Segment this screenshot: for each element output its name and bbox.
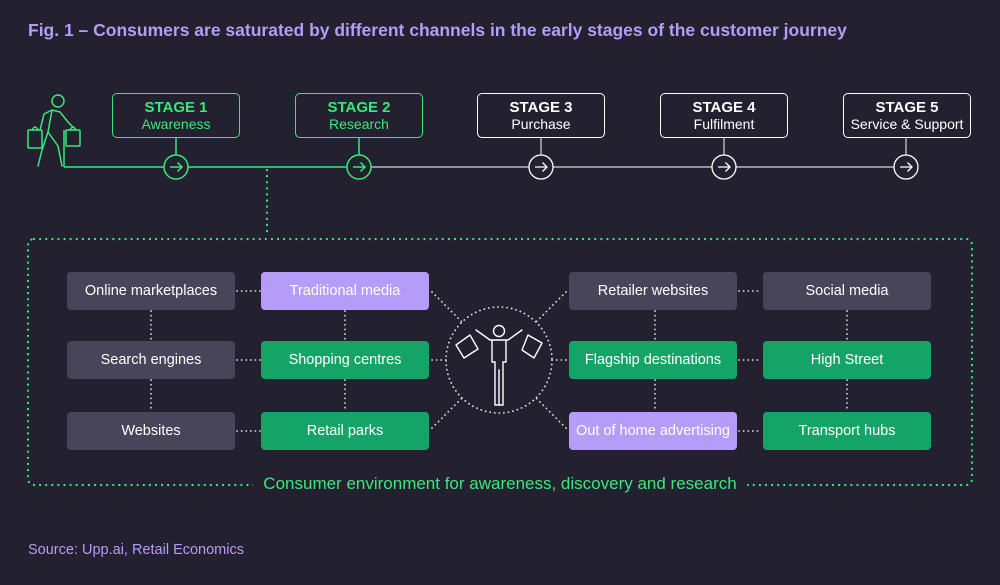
source-note: Source: Upp.ai, Retail Economics (28, 542, 244, 558)
stage-service-support[interactable]: STAGE 5 Service & Support (843, 93, 971, 138)
channel-out-of-home-advertising: Out of home advertising (569, 412, 737, 450)
arrow-right-circle-icon (346, 154, 372, 180)
arrow-right-circle-icon (528, 154, 554, 180)
stage-name: Research (329, 115, 389, 132)
stage-number: STAGE 5 (875, 98, 939, 116)
stage-research[interactable]: STAGE 2 Research (295, 93, 423, 138)
channel-transport-hubs: Transport hubs (763, 412, 931, 450)
environment-label: Consumer environment for awareness, disc… (0, 474, 1000, 494)
channel-websites: Websites (67, 412, 235, 450)
stage-name: Fulfilment (693, 115, 755, 132)
stage-purchase[interactable]: STAGE 3 Purchase (477, 93, 605, 138)
stage-number: STAGE 1 (144, 98, 208, 116)
channel-retailer-websites: Retailer websites (569, 272, 737, 310)
channel-high-street: High Street (763, 341, 931, 379)
stage-awareness[interactable]: STAGE 1 Awareness (112, 93, 240, 138)
stage-fulfilment[interactable]: STAGE 4 Fulfilment (660, 93, 788, 138)
environment-label-text: Consumer environment for awareness, disc… (253, 474, 747, 493)
channel-flagship-destinations: Flagship destinations (569, 341, 737, 379)
arrow-right-circle-icon (893, 154, 919, 180)
stage-number: STAGE 2 (327, 98, 391, 116)
channel-shopping-centres: Shopping centres (261, 341, 429, 379)
channel-online-marketplaces: Online marketplaces (67, 272, 235, 310)
stage-name: Service & Support (850, 115, 964, 132)
arrow-right-circle-icon (163, 154, 189, 180)
channel-social-media: Social media (763, 272, 931, 310)
stage-name: Awareness (141, 115, 211, 132)
stage-number: STAGE 4 (692, 98, 756, 116)
stage-name: Purchase (511, 115, 571, 132)
figure-title: Fig. 1 – Consumers are saturated by diff… (28, 20, 847, 40)
shopper-with-bags-icon (455, 324, 543, 406)
stage-number: STAGE 3 (509, 98, 573, 116)
walking-shopper-icon (27, 94, 81, 167)
channel-traditional-media: Traditional media (261, 272, 429, 310)
channel-search-engines: Search engines (67, 341, 235, 379)
arrow-right-circle-icon (711, 154, 737, 180)
channel-retail-parks: Retail parks (261, 412, 429, 450)
